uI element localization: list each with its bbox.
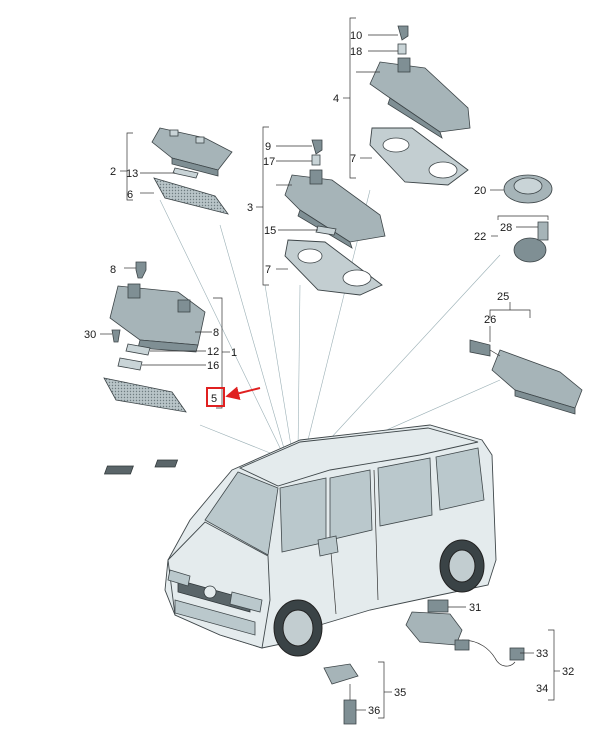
callout-6: 6 <box>127 189 133 201</box>
callout-2: 2 <box>110 166 116 178</box>
callout-16: 16 <box>207 360 219 372</box>
callout-10: 10 <box>350 30 362 42</box>
part-7-plate-top <box>369 127 469 186</box>
callout-28: 28 <box>500 222 512 234</box>
part-2-housing <box>151 127 233 177</box>
callout-35: 35 <box>394 687 406 699</box>
callout-17: 17 <box>263 156 275 168</box>
callout-26: 26 <box>484 314 496 326</box>
part-10-screw <box>397 25 409 41</box>
callout-3: 3 <box>247 202 253 214</box>
part-3-housing <box>284 169 386 249</box>
part-13-bulb <box>172 167 199 179</box>
part-4-housing <box>369 57 471 139</box>
callout-5: 5 <box>211 393 217 405</box>
part-8-screw <box>135 261 147 279</box>
part-26-connector <box>469 339 501 357</box>
part-6-lens <box>153 177 229 215</box>
part-20-speaker <box>503 174 553 204</box>
callout-8a: 8 <box>110 264 116 276</box>
highlight-callout-5 <box>206 386 261 407</box>
callout-15: 15 <box>264 225 276 237</box>
callout-20: 20 <box>474 185 486 197</box>
leader-lines <box>100 17 560 719</box>
callout-34: 34 <box>536 683 548 695</box>
callout-8b: 8 <box>213 327 219 339</box>
callout-4: 4 <box>333 93 339 105</box>
callout-30: 30 <box>84 329 96 341</box>
part-35-switch <box>323 663 359 725</box>
callout-18: 18 <box>350 46 362 58</box>
callout-36: 36 <box>368 705 380 717</box>
callout-1: 1 <box>231 347 237 359</box>
callout-12: 12 <box>207 346 219 358</box>
callout-7c: 7 <box>265 264 271 276</box>
van-illustration <box>103 424 497 657</box>
part-8-housing <box>109 283 206 353</box>
part-9-screw <box>311 139 323 155</box>
part-22-sensor <box>513 221 549 263</box>
callout-13: 13 <box>126 168 138 180</box>
part-16-bulb <box>117 357 143 371</box>
part-32-wiring <box>454 639 525 667</box>
part-18-clip <box>397 43 407 55</box>
callout-9: 9 <box>265 141 271 153</box>
callout-32: 32 <box>562 666 574 678</box>
part-7-plate-center <box>284 239 383 296</box>
callout-22: 22 <box>474 231 486 243</box>
part-12-bulb <box>125 343 151 356</box>
part-17-clip <box>311 154 321 166</box>
callout-31: 31 <box>469 602 481 614</box>
part-25-control-unit <box>491 349 583 415</box>
callout-labels: 2 13 6 8 30 8 1 12 16 5 9 17 3 15 7 10 1… <box>84 30 574 717</box>
callout-25: 25 <box>497 291 509 303</box>
callout-33: 33 <box>536 648 548 660</box>
part-30-screw <box>111 329 121 343</box>
callout-7a: 7 <box>350 153 356 165</box>
part-5-lens <box>103 377 187 413</box>
